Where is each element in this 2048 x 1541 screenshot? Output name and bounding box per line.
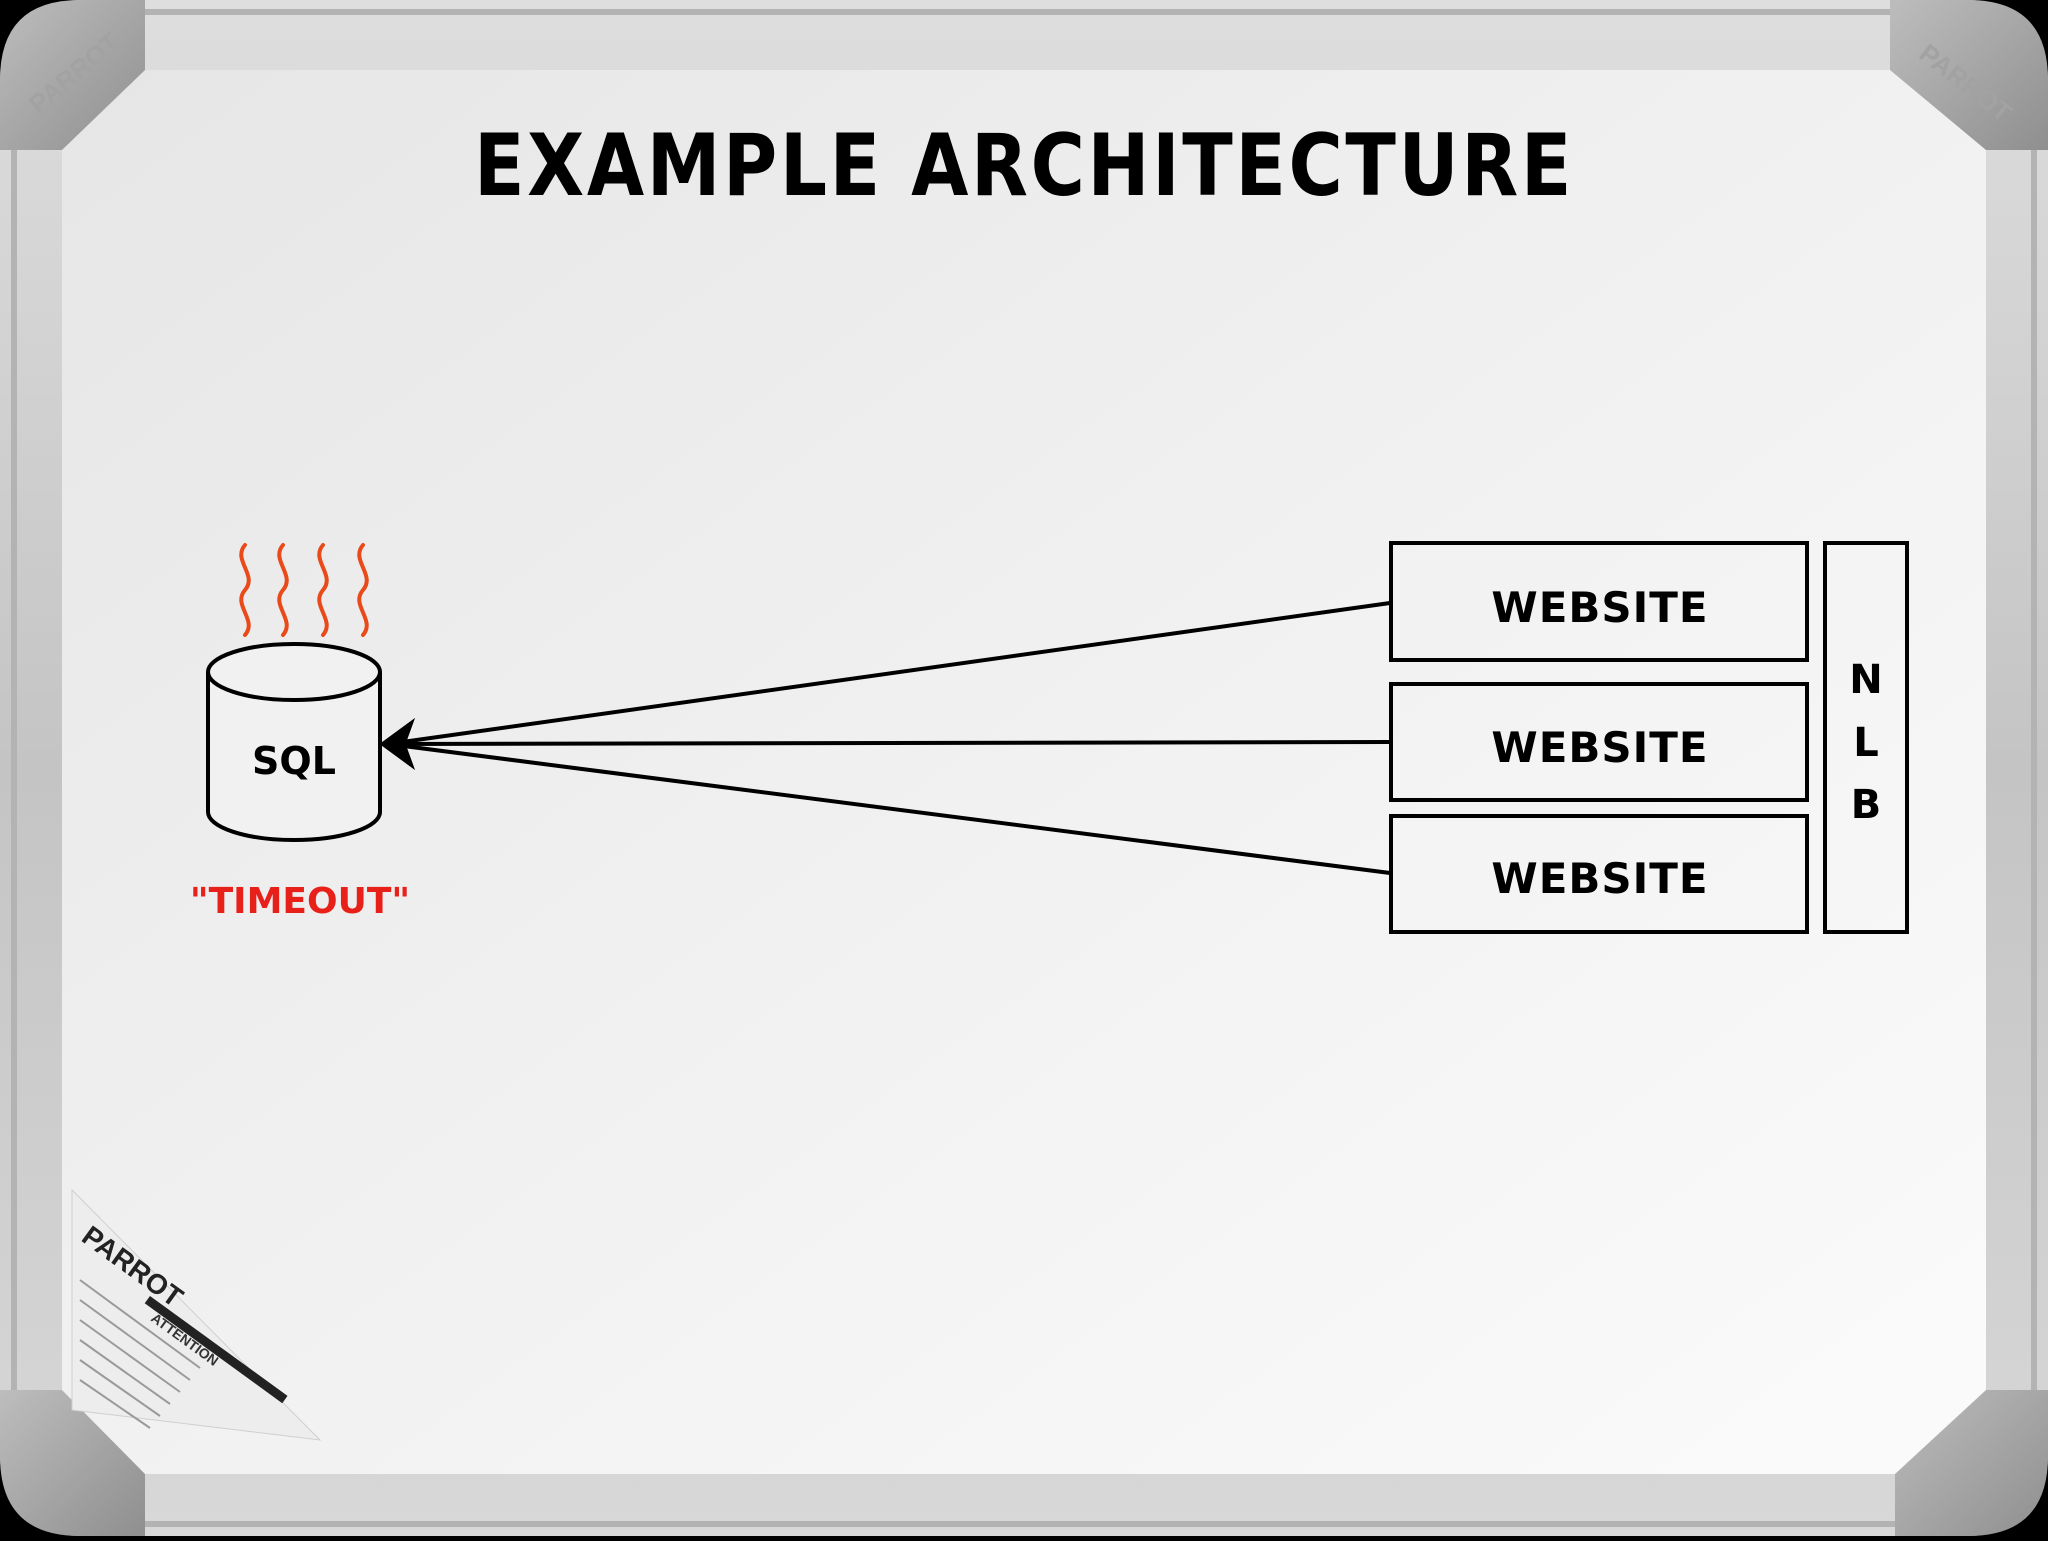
arrowhead-icon	[379, 717, 416, 771]
sticker-fine-print	[79, 1279, 201, 1429]
connections	[387, 601, 1391, 875]
website-box-1	[1389, 541, 1809, 662]
website-box-3	[1389, 814, 1809, 934]
heat-wave-4	[357, 543, 369, 637]
board-surface	[62, 70, 1986, 1474]
frame-edge	[11, 9, 2037, 1527]
heat-wave-2	[277, 543, 289, 637]
website-label-2: WEBSITE	[1491, 723, 1708, 772]
sticker-bar	[144, 1296, 288, 1404]
load-balancer-box	[1823, 541, 1909, 934]
corner-cap-bottom-left	[0, 1390, 145, 1536]
corner-cap-top-right	[1890, 0, 2048, 150]
load-balancer-letter-n: N	[1849, 657, 1882, 703]
corner-cap-bottom-right	[1895, 1390, 2048, 1536]
corner-cap-top-left	[0, 0, 145, 150]
database-cylinder-icon	[206, 642, 382, 842]
website-label-3: WEBSITE	[1491, 854, 1708, 903]
website-label-1: WEBSITE	[1491, 583, 1708, 632]
connection-line-1	[387, 601, 1391, 746]
website-boxes	[1389, 541, 1809, 934]
heat-wave-icon	[239, 543, 369, 637]
load-balancer-letter-b: B	[1851, 782, 1882, 828]
load-balancer-letter-l: L	[1853, 720, 1879, 766]
slide-title: EXAMPLE ARCHITECTURE	[474, 116, 1574, 216]
database-status: "TIMEOUT"	[190, 881, 410, 922]
heat-wave-1	[239, 543, 251, 637]
database-label: SQL	[252, 739, 336, 783]
connection-line-2	[387, 740, 1391, 746]
website-box-2	[1389, 682, 1809, 802]
heat-wave-3	[317, 543, 329, 637]
connection-line-3	[387, 742, 1391, 875]
